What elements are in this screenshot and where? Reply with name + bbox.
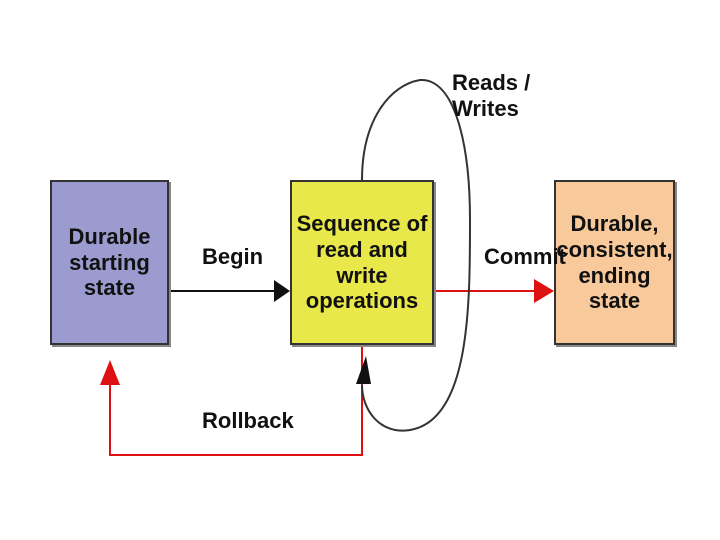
begin-label: Begin: [202, 244, 264, 269]
reads-writes-loop: [361, 78, 472, 432]
durable-starting-state-box: Durable starting state: [50, 180, 169, 345]
begin-arrowhead: [274, 280, 290, 302]
commit-label: Commit: [484, 244, 566, 269]
commit-arrowhead: [534, 279, 554, 303]
rollback-label: Rollback: [202, 408, 294, 433]
durable-ending-state-box: Durable, consistent, ending state: [554, 180, 675, 345]
read-write-operations-box: Sequence of read and write operations: [290, 180, 434, 345]
loop-arrowhead: [356, 356, 371, 384]
rollback-arrowhead: [100, 360, 120, 385]
rollback-path: [109, 345, 363, 456]
reads-writes-label: Reads / Writes: [452, 70, 531, 121]
